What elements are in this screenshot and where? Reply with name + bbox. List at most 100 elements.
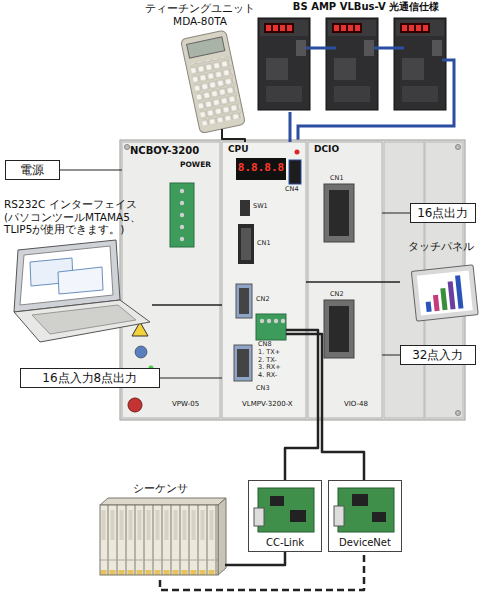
terminal-screw bbox=[180, 237, 184, 241]
terminal-block bbox=[256, 314, 286, 340]
rack-screw bbox=[125, 145, 130, 150]
cpu-module bbox=[222, 142, 306, 418]
model-name: VLMPV-3200-X bbox=[242, 400, 304, 408]
terminal-screw bbox=[180, 189, 184, 193]
teaching-unit: ティーチングユニット MDA-80TA bbox=[140, 2, 260, 134]
pendant-screen bbox=[187, 37, 225, 58]
teaching-pendant bbox=[181, 30, 246, 133]
plc-rack bbox=[100, 505, 218, 575]
connector-group bbox=[60, 112, 410, 590]
connector-line bbox=[285, 330, 318, 480]
node-title: DCIO bbox=[314, 144, 354, 155]
network-cable bbox=[286, 330, 306, 334]
rack-screw bbox=[456, 411, 461, 416]
laptop-screen bbox=[14, 240, 120, 312]
connector-name: CN3 bbox=[256, 385, 286, 392]
connector-name: CN4 bbox=[285, 186, 305, 193]
laptop-display bbox=[20, 246, 113, 305]
node-title: 電源 bbox=[6, 163, 59, 177]
connector-socket bbox=[329, 190, 349, 236]
sequencer: シーケンサ bbox=[95, 482, 225, 580]
pendant-keys bbox=[190, 56, 242, 126]
connector-line bbox=[289, 112, 292, 142]
circuit-board bbox=[338, 488, 394, 532]
connector-socket bbox=[241, 228, 251, 260]
pin-name: 2. TX- bbox=[258, 357, 304, 364]
chart-bar bbox=[426, 302, 432, 312]
terminal-screw bbox=[281, 319, 285, 323]
seven-segment-display bbox=[236, 158, 286, 180]
node-title: CPU bbox=[228, 144, 258, 155]
card-connector bbox=[254, 508, 264, 526]
model-name: VPW-05 bbox=[172, 400, 218, 408]
circuit-board bbox=[258, 488, 314, 532]
dcio-module: DCIO VIO-48 bbox=[308, 142, 382, 418]
chip bbox=[352, 494, 368, 506]
amp-group: BS AMP VLBus-V 光通信仕様 bbox=[250, 0, 482, 112]
node-title: シーケンサ bbox=[95, 482, 225, 495]
pc-tool: RS232C インターフェイス (パソコンツールMTAMA5、 TLIP5が使用… bbox=[2, 198, 152, 346]
node-title: NCBOY-3200 bbox=[130, 145, 222, 157]
card-connector bbox=[334, 506, 344, 526]
chip bbox=[372, 512, 386, 522]
model-name: VIO-48 bbox=[344, 400, 380, 408]
connector-line bbox=[222, 134, 245, 142]
servo-amp bbox=[326, 18, 378, 110]
terminal-screw bbox=[267, 319, 271, 323]
laptop-base bbox=[14, 300, 150, 342]
panel-screen bbox=[417, 270, 473, 315]
dsub-connector bbox=[236, 284, 252, 318]
node-title: CC-Link bbox=[249, 537, 321, 549]
error-led bbox=[295, 150, 300, 155]
chip bbox=[270, 496, 284, 506]
connector-line bbox=[152, 304, 222, 306]
connector-socket bbox=[329, 306, 349, 352]
touch-panel bbox=[411, 265, 478, 321]
connector-name: CN8 bbox=[258, 341, 288, 348]
node-title: 16点出力 bbox=[411, 206, 475, 220]
pin-name: 1. TX+ bbox=[258, 349, 304, 356]
connector-line bbox=[382, 355, 400, 356]
node-title: BS AMP VLBus-V 光通信仕様 bbox=[252, 1, 480, 13]
connector-line bbox=[306, 334, 364, 480]
node-title: 16点入力8点出力 bbox=[21, 371, 159, 385]
connector-name: SW1 bbox=[253, 203, 283, 210]
chip bbox=[290, 510, 306, 522]
connector-name: CN2 bbox=[330, 291, 360, 298]
pendant-body bbox=[181, 30, 246, 133]
servo-amp bbox=[258, 18, 310, 110]
card-frame bbox=[248, 480, 322, 552]
led-display-value: 8.8.8.8 bbox=[236, 162, 286, 174]
app-window bbox=[58, 267, 103, 294]
card-frame bbox=[328, 480, 402, 552]
connector-line bbox=[160, 378, 222, 379]
node-title: ティーチングユニット MDA-80TA bbox=[140, 2, 260, 27]
chart-bar bbox=[455, 275, 463, 308]
optical-fiber bbox=[298, 60, 454, 142]
pin-name: 4. RX- bbox=[258, 372, 304, 379]
chart-bar bbox=[440, 288, 447, 310]
controller: NCBOY-3200POWERVPW-05CPUVLMPV-3200-XDCIO… bbox=[120, 140, 465, 420]
servo-amp bbox=[394, 18, 446, 110]
touch-panel-node: タッチパネル bbox=[400, 240, 482, 330]
rotary-switch bbox=[240, 200, 250, 216]
pendant-cable bbox=[221, 129, 223, 134]
node-title: DeviceNet bbox=[329, 537, 401, 549]
callout-box: 16点出力 bbox=[410, 203, 476, 223]
callout-box: 32点入力 bbox=[400, 345, 476, 365]
plc-top bbox=[100, 498, 226, 505]
rack-screw bbox=[456, 145, 461, 150]
node-title: RS232C インターフェイス (パソコンツールMTAMA5、 TLIP5が使用… bbox=[4, 198, 150, 236]
terminal-screw bbox=[180, 201, 184, 205]
callout-box: 16点入力8点出力 bbox=[20, 368, 160, 388]
panel-frame bbox=[411, 265, 478, 321]
chart-bar bbox=[448, 281, 456, 309]
terminal-block bbox=[170, 183, 194, 247]
dcio-module bbox=[308, 142, 382, 418]
ground-symbol bbox=[135, 346, 147, 358]
